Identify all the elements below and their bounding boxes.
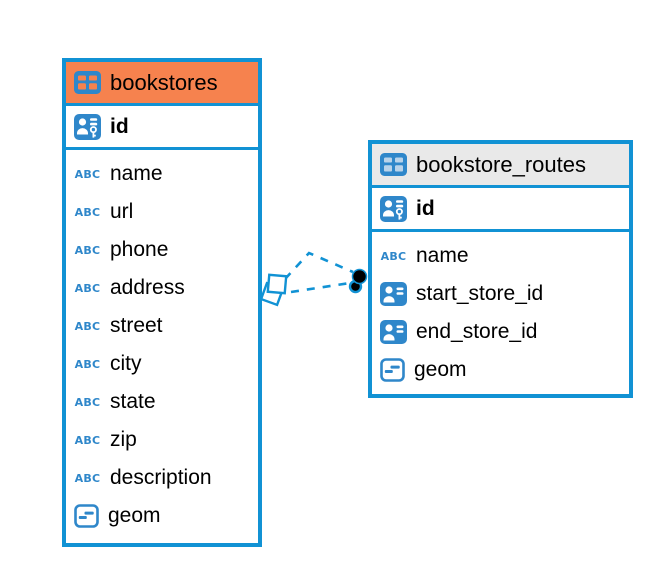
foreign-key-icon xyxy=(380,282,407,306)
column-name: description xyxy=(110,466,212,489)
column-row-id[interactable]: id xyxy=(66,106,258,150)
primary-key-icon xyxy=(74,113,101,140)
column-name: start_store_id xyxy=(416,282,544,305)
column-list: ABC name start_store_id end_store_id geo… xyxy=(372,232,629,389)
table-title: bookstores xyxy=(110,69,218,95)
table-bookstore-routes-header[interactable]: bookstore_routes xyxy=(372,144,629,188)
column-row-id[interactable]: id xyxy=(372,188,629,232)
text-type-icon: ABC xyxy=(74,243,101,257)
one-end-marker[interactable] xyxy=(348,268,368,294)
primary-key-icon xyxy=(380,195,407,222)
primary-key-name: id xyxy=(110,114,129,138)
column-name: name xyxy=(416,244,469,267)
text-type-icon: ABC xyxy=(74,167,101,181)
text-type-icon: ABC xyxy=(74,319,101,333)
column-row-geom[interactable]: geom xyxy=(372,351,629,389)
relationship-line-2 xyxy=(290,281,351,294)
column-name: street xyxy=(110,314,163,337)
column-row-description[interactable]: ABC description xyxy=(66,459,258,497)
relationship-line-1 xyxy=(284,251,354,280)
column-name: zip xyxy=(110,428,137,451)
column-name: name xyxy=(110,162,163,185)
text-type-icon: ABC xyxy=(74,433,101,447)
column-list: ABC name ABC url ABC phone ABC address A… xyxy=(66,150,258,535)
table-bookstores-header[interactable]: bookstores xyxy=(66,62,258,106)
column-row-address[interactable]: ABC address xyxy=(66,269,258,307)
text-type-icon: ABC xyxy=(74,395,101,409)
column-row-city[interactable]: ABC city xyxy=(66,345,258,383)
column-row-street[interactable]: ABC street xyxy=(66,307,258,345)
column-row-state[interactable]: ABC state xyxy=(66,383,258,421)
column-row-geom[interactable]: geom xyxy=(66,497,258,535)
table-bookstore-routes[interactable]: bookstore_routes id ABC name start_store… xyxy=(368,140,633,398)
column-row-name[interactable]: ABC name xyxy=(372,237,629,275)
column-name: geom xyxy=(108,504,161,527)
text-type-icon: ABC xyxy=(74,205,101,219)
many-end-marker[interactable] xyxy=(259,273,288,307)
text-type-icon: ABC xyxy=(380,249,407,263)
table-icon xyxy=(380,153,407,176)
column-row-zip[interactable]: ABC zip xyxy=(66,421,258,459)
column-row-phone[interactable]: ABC phone xyxy=(66,231,258,269)
column-name: phone xyxy=(110,238,169,261)
column-name: address xyxy=(110,276,185,299)
text-type-icon: ABC xyxy=(74,471,101,485)
text-type-icon: ABC xyxy=(74,357,101,371)
text-type-icon: ABC xyxy=(74,281,101,295)
column-name: state xyxy=(110,390,156,413)
table-title: bookstore_routes xyxy=(416,151,586,177)
table-bookstores[interactable]: bookstores id ABC name ABC url ABC phone… xyxy=(62,58,262,547)
geometry-type-icon xyxy=(380,358,405,382)
foreign-key-icon xyxy=(380,320,407,344)
column-row-url[interactable]: ABC url xyxy=(66,193,258,231)
column-row-name[interactable]: ABC name xyxy=(66,155,258,193)
geometry-type-icon xyxy=(74,504,99,528)
primary-key-name: id xyxy=(416,196,435,220)
column-row-end_store_id[interactable]: end_store_id xyxy=(372,313,629,351)
table-icon xyxy=(74,71,101,94)
relationship-lines[interactable] xyxy=(284,251,354,294)
column-row-start_store_id[interactable]: start_store_id xyxy=(372,275,629,313)
column-name: end_store_id xyxy=(416,320,538,343)
column-name: geom xyxy=(414,358,467,381)
column-name: url xyxy=(110,200,134,223)
column-name: city xyxy=(110,352,142,375)
